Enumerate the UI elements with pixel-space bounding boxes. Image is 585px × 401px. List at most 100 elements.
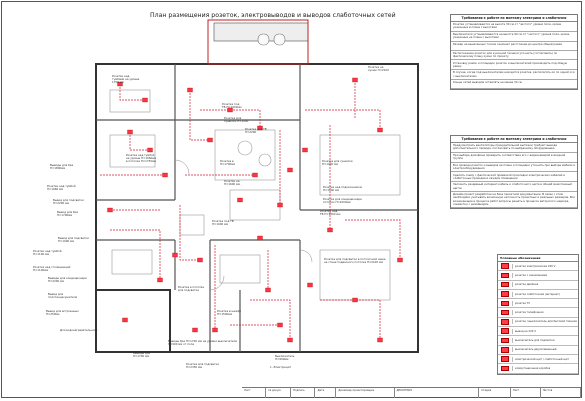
legend-label: розетка TV — [515, 301, 531, 305]
socket-icon — [397, 257, 403, 263]
door-swings — [174, 159, 313, 291]
legend-label: розетка слаботочная (интернет) — [515, 292, 560, 296]
socket-icon — [327, 227, 333, 233]
note-row: Сделать схему с фактической привязкой пр… — [451, 172, 577, 183]
legend-symbol-icon — [498, 356, 513, 362]
furniture — [109, 89, 401, 301]
legend-label: выключатель двухклавишный — [515, 348, 557, 352]
socket-icon — [237, 197, 243, 203]
socket-icon — [227, 107, 233, 113]
legend-symbol-icon — [498, 365, 513, 372]
note-row: В случае, когда под выключателем находит… — [451, 70, 577, 80]
legend-symbol-icon — [498, 281, 513, 288]
socket-icon — [287, 337, 293, 343]
socket-icon — [377, 127, 383, 133]
socket-icon — [377, 337, 383, 343]
legend-label: розетка с заземлением — [515, 273, 548, 277]
socket-icon — [277, 202, 283, 208]
wiring-routes — [100, 80, 401, 340]
note-row: Расположение розеток для кухонной техник… — [451, 51, 577, 61]
title-block-cell: Дата — [315, 388, 337, 398]
title-block-cell: Лист — [511, 388, 541, 398]
legend-item: розетка двойная — [498, 281, 578, 290]
socket-icon — [122, 317, 128, 323]
socket-icon — [352, 297, 358, 303]
legend-item: розетка с заземлением — [498, 271, 578, 281]
socket-icon — [197, 257, 203, 263]
legend-symbol-icon — [498, 337, 513, 344]
note-row: Концы сетей выводов оставлять не менее 3… — [451, 80, 577, 89]
title-block-cell: Подпись — [291, 388, 316, 398]
title-block-cell: Листов — [541, 388, 581, 398]
callout-label: 1. Электрощит — [270, 365, 292, 369]
title-block-cell: Стадия — [479, 388, 511, 398]
legend-item: выключатель двухклавишный — [498, 346, 578, 355]
socket-icon — [277, 322, 283, 328]
socket-icon — [147, 147, 153, 153]
socket-icon — [117, 81, 123, 87]
socket-icon — [212, 327, 218, 333]
socket-icon — [307, 282, 313, 288]
legend-label: розетка электрическая 220 V — [515, 264, 556, 268]
notes-top-header: Требования к работе по монтажу электрики… — [451, 15, 577, 22]
socket-icon — [172, 252, 178, 258]
socket-icon — [187, 87, 193, 93]
legend-symbol-icon — [498, 328, 513, 334]
socket-icon — [352, 77, 358, 83]
legend-item: розетка электрическая 220 V — [498, 262, 578, 272]
title-block-cell: Дизайнер-проектировщик — [336, 388, 395, 398]
notes-top: Требования к работе по монтажу электрики… — [450, 14, 578, 90]
socket-symbols — [107, 77, 403, 343]
legend-label: выключатель для подсветки — [515, 339, 555, 343]
note-row: Дизайн-проект разработан на базе проектн… — [451, 192, 577, 209]
note-row: При выборе домофона проверить соответств… — [451, 153, 577, 163]
plan-title: План размещения розеток, электровыводов … — [150, 12, 396, 19]
legend-header: Условные обозначения — [498, 255, 578, 262]
note-row: Все провода розеток и выводов на плане и… — [451, 163, 577, 173]
title-block-cell: № докум. — [266, 388, 291, 398]
legend-label: розетка телефонная — [515, 311, 544, 315]
legend-item: коммутационная коробка — [498, 364, 578, 374]
socket-icon — [257, 235, 263, 241]
socket-icon — [207, 137, 213, 143]
title-block-cell: ДЕКОРНЬЮ — [395, 388, 480, 398]
socket-icon — [287, 167, 293, 173]
legend-item: розетка / выключатель для бытовой техник… — [498, 318, 578, 328]
note-row: Выключатели устанавливаются на высоте 90… — [451, 32, 577, 42]
legend-item: вывод на 220 V — [498, 327, 578, 337]
legend-symbol-icon — [498, 347, 513, 353]
legend-symbol-icon — [498, 300, 513, 307]
socket-icon — [142, 97, 148, 103]
note-row: Установку рамок и площадок розеток и вык… — [451, 60, 577, 71]
legend-label: розетка / выключатель для бытовой техник… — [515, 320, 578, 324]
legend-symbol-icon — [498, 319, 513, 325]
callout-label: Выводы бра Н=1700 мм на уровне выключате… — [168, 339, 237, 347]
legend-item: розетка TV — [498, 299, 578, 309]
legend-label: электрический щит / слаботочный щит — [515, 357, 569, 361]
note-row: Розетки устанавливаются на высоте 30 см … — [451, 22, 577, 32]
